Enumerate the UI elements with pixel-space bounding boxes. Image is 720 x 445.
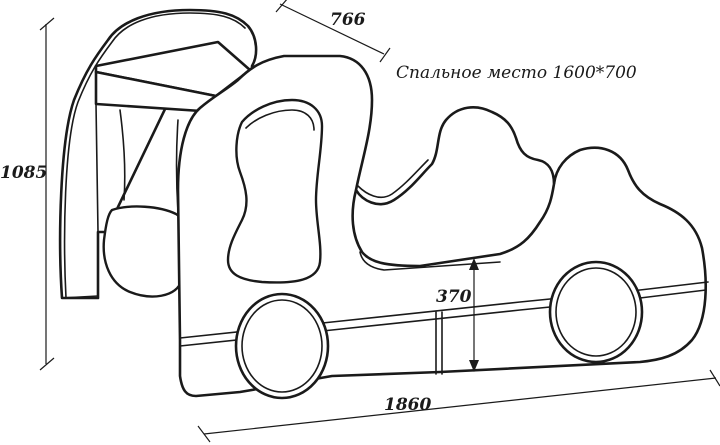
length-label: 1860 <box>384 395 431 415</box>
back-cutout <box>102 205 188 298</box>
height-dimension-line <box>39 17 55 371</box>
cab-window-inner-edge <box>245 109 315 131</box>
front-wheel <box>234 292 330 400</box>
back-floor-line <box>61 295 99 299</box>
depth-dimension-line <box>275 0 391 63</box>
height-label: 1085 <box>0 163 47 183</box>
back-inner-line <box>119 109 126 201</box>
bed-height-arrow <box>469 258 479 372</box>
length-dimension-line <box>197 369 720 443</box>
depth-label: 766 <box>330 10 366 30</box>
bed-edge-line <box>359 251 501 271</box>
cab-window-outer <box>226 98 324 284</box>
headboard-shelf <box>94 40 252 233</box>
bed-height-label: 370 <box>436 287 472 307</box>
rear-wheel <box>548 260 644 364</box>
sleeping-area-caption: Спальное место 1600*700 <box>396 63 637 83</box>
